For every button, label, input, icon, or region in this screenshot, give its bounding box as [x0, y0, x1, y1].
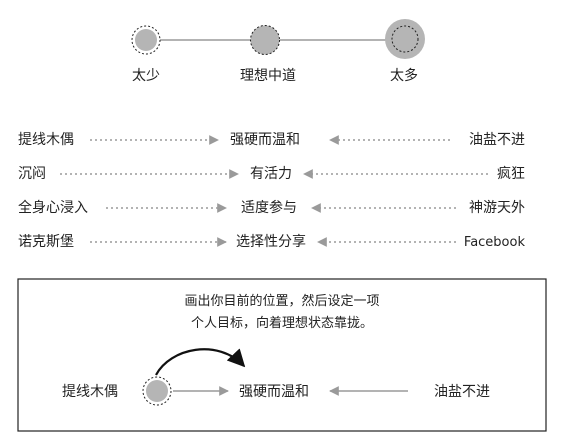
row-center-label: 有活力 — [250, 166, 292, 182]
row: 诺克斯堡 选择性分享 Facebook — [18, 233, 525, 250]
row-center-label: 适度参与 — [241, 199, 297, 216]
row-right-label: 神游天外 — [469, 200, 525, 216]
exercise-goal-curved-arrow — [155, 348, 246, 376]
row-right-label: 油盐不进 — [469, 132, 525, 148]
row-left-label: 诺克斯堡 — [18, 234, 74, 250]
scale-label-too-little: 太少 — [132, 68, 160, 84]
row: 提线木偶 强硬而温和 油盐不进 — [18, 132, 525, 148]
row-left-label: 提线木偶 — [18, 132, 74, 148]
scale-label-ideal: 理想中道 — [240, 68, 296, 84]
scale-circle-ideal — [250, 25, 280, 55]
exercise-position-marker — [142, 376, 172, 406]
exercise-box: 画出你目前的位置，然后设定一项 个人目标，向着理想状态靠拢。 提线木偶 强硬而温… — [17, 278, 547, 432]
exercise-instruction-line1: 画出你目前的位置，然后设定一项 — [184, 293, 379, 309]
exercise-left-label: 提线木偶 — [62, 384, 118, 400]
row-right-label: 疯狂 — [497, 166, 525, 182]
row-left-label: 沉闷 — [18, 166, 46, 182]
exercise-frame — [17, 278, 547, 432]
scale-label-too-much: 太多 — [390, 67, 418, 84]
row-left-label: 全身心浸入 — [18, 199, 88, 216]
exercise-right-label: 油盐不进 — [434, 384, 490, 400]
comparison-rows: 提线木偶 强硬而温和 油盐不进 沉闷 有活力 疯狂 全身心浸入 适度参与 神游天… — [18, 132, 525, 250]
scale-circle-too-much — [385, 19, 425, 59]
row-right-label: Facebook — [464, 235, 526, 250]
scale: 太少 理想中道 太多 — [131, 19, 425, 84]
row-center-label: 强硬而温和 — [230, 132, 300, 148]
scale-circle-too-little — [131, 25, 161, 55]
row-center-label: 选择性分享 — [236, 233, 306, 250]
row: 沉闷 有活力 疯狂 — [18, 166, 525, 182]
exercise-instruction-line2: 个人目标，向着理想状态靠拢。 — [191, 315, 373, 331]
row: 全身心浸入 适度参与 神游天外 — [18, 199, 525, 216]
exercise-center-label: 强硬而温和 — [239, 384, 309, 400]
